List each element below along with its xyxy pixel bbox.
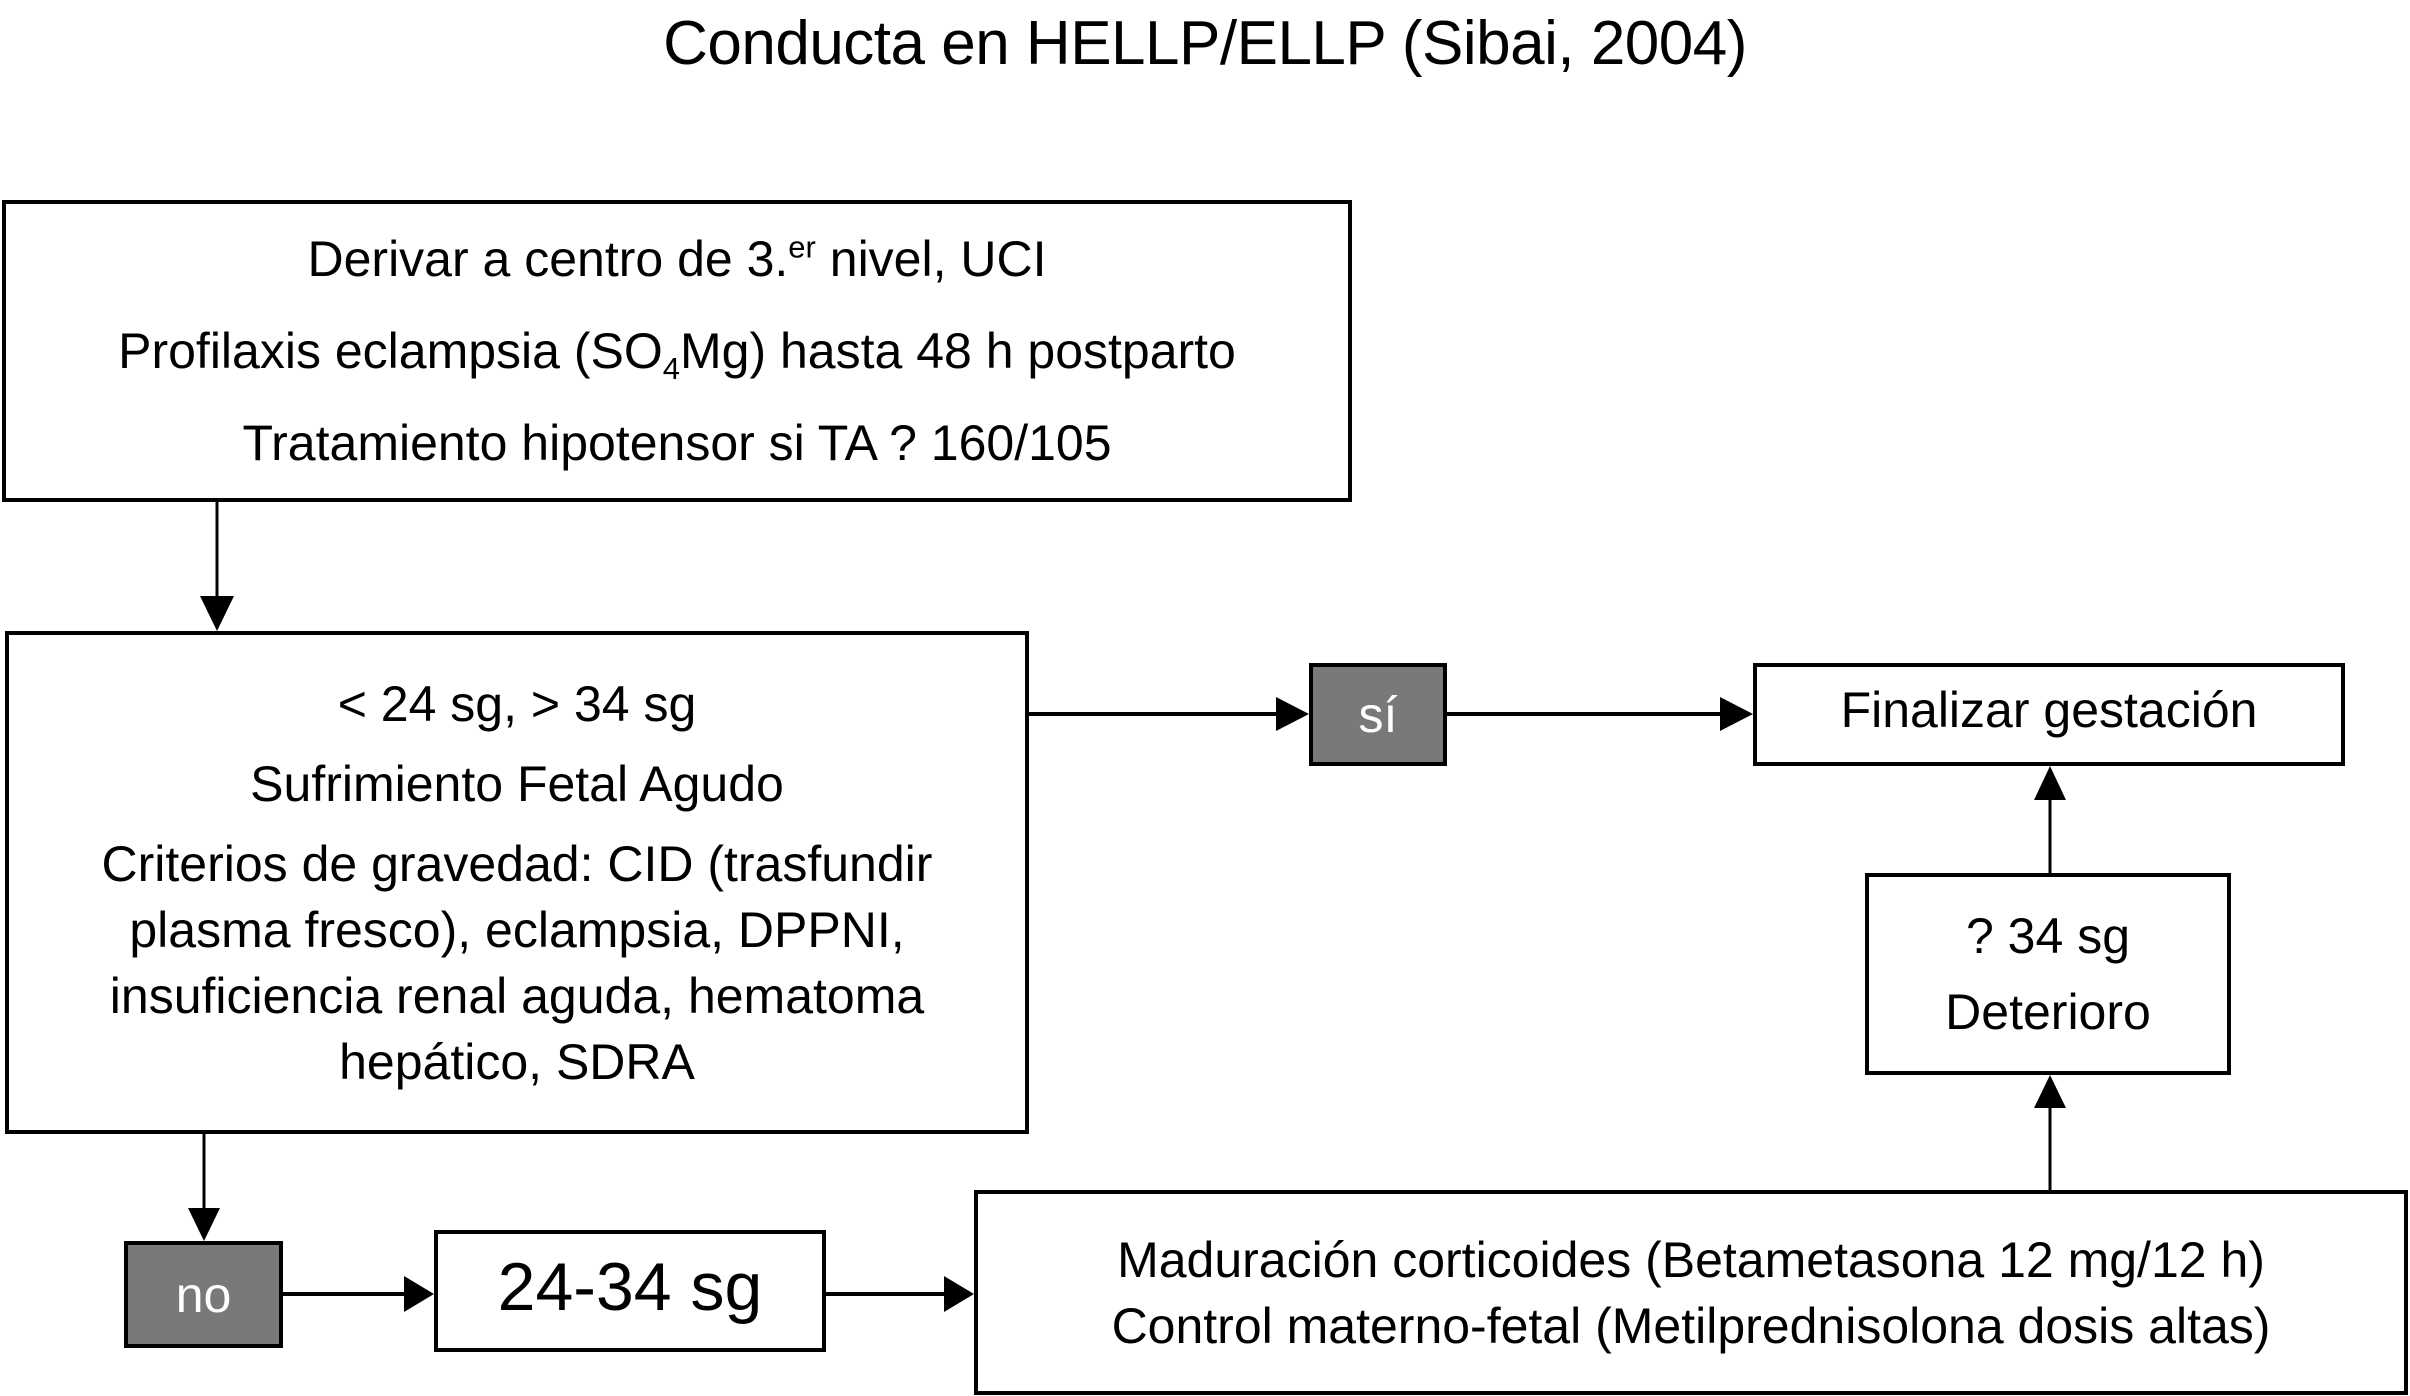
deterioration-box: ? 34 sg Deterioro — [1865, 873, 2231, 1075]
gestational-range-label: 24-34 sg — [497, 1249, 763, 1325]
initial-line-referral: Derivar a centro de 3.er nivel, UCI — [308, 229, 1047, 289]
ordinal-superscript: er — [788, 229, 816, 265]
arrowhead-right — [1720, 697, 1753, 731]
criteria-gestational-age: < 24 sg, > 34 sg — [337, 675, 697, 732]
arrowhead-right — [1276, 697, 1309, 731]
formula-subscript: 4 — [662, 350, 680, 386]
decision-no-label: no — [175, 1266, 232, 1323]
deterioration-label: Deterioro — [1945, 984, 2151, 1040]
initial-line-hypotensive: Tratamiento hipotensor si TA ? 160/105 — [242, 415, 1112, 471]
maternal-fetal-control: Control materno-fetal (Metilprednisolona… — [1111, 1297, 2271, 1354]
criteria-severity: Criterios de gravedad: CID (trasfundir p… — [101, 835, 933, 1090]
prophylaxis-text-end: Mg) hasta 48 h postparto — [679, 323, 1236, 379]
arrowhead-down — [200, 596, 234, 631]
arrowhead-down — [188, 1208, 220, 1241]
arrowhead-up — [2034, 766, 2066, 800]
arrowhead-right — [404, 1276, 434, 1312]
criteria-fetal-distress: Sufrimiento Fetal Agudo — [250, 755, 784, 812]
maturation-corticoids: Maduración corticoides (Betametasona 12 … — [1117, 1231, 2265, 1288]
prophylaxis-text: Profilaxis eclampsia (SO — [118, 323, 663, 379]
gestational-range-box: 24-34 sg — [434, 1230, 826, 1352]
referral-text: Derivar a centro de 3. — [307, 231, 789, 287]
referral-text-end: nivel, UCI — [815, 231, 1047, 287]
initial-management-box: Derivar a centro de 3.er nivel, UCI Prof… — [2, 200, 1352, 502]
end-pregnancy-label: Finalizar gestación — [1840, 681, 2258, 738]
deterioration-age: ? 34 sg — [1965, 908, 2130, 964]
end-pregnancy-box: Finalizar gestación — [1753, 663, 2345, 766]
decision-yes-box: sí — [1309, 663, 1447, 766]
decision-yes-label: sí — [1358, 686, 1398, 743]
criteria-box: < 24 sg, > 34 sg Sufrimiento Fetal Agudo… — [5, 631, 1029, 1134]
decision-no-box: no — [124, 1241, 283, 1348]
arrowhead-right — [944, 1276, 974, 1312]
diagram-title: Conducta en HELLP/ELLP (Sibai, 2004) — [663, 9, 1747, 78]
initial-line-prophylaxis: Profilaxis eclampsia (SO4Mg) hasta 48 h … — [118, 321, 1236, 384]
maturation-box: Maduración corticoides (Betametasona 12 … — [974, 1190, 2408, 1395]
arrowhead-up — [2034, 1075, 2066, 1108]
